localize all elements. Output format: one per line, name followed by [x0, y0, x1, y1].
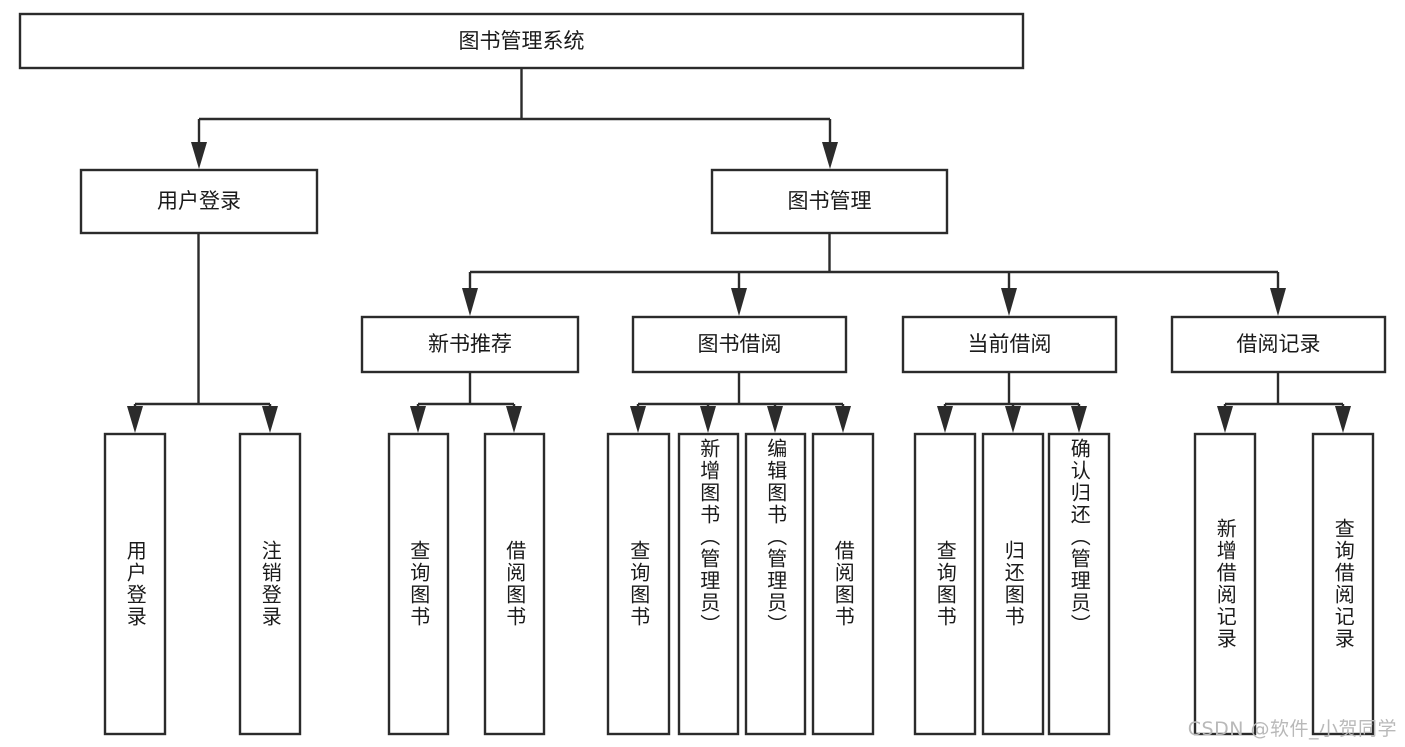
arrow-head-leaf-confirm-return [1071, 406, 1087, 433]
leaf-box-confirm-return-admin[interactable] [1047, 432, 1111, 736]
node-borrow-record[interactable]: 借阅记录 [1170, 315, 1387, 374]
node-user-login[interactable]: 用户登录 [79, 168, 319, 235]
node-book-borrow-label: 图书借阅 [698, 332, 782, 356]
node-root-box[interactable] [18, 12, 1025, 70]
leaf-box-user-login[interactable] [103, 432, 167, 736]
node-root-label: 图书管理系统 [459, 29, 585, 53]
arrow-head-leaf-add-book [700, 406, 716, 433]
leaf-box-query-book-1[interactable] [387, 432, 450, 736]
leaf-box-query-borrow-record[interactable] [1311, 432, 1375, 736]
leaf-node-boxes [103, 432, 1375, 736]
arrow-head-leaf-return-book [1005, 406, 1021, 433]
arrow-head-user-login [191, 142, 207, 169]
node-current-borrow-label: 当前借阅 [968, 332, 1052, 356]
node-new-book-recommend-box[interactable] [360, 315, 580, 374]
node-new-book-recommend[interactable]: 新书推荐 [360, 315, 580, 374]
connector-group-borrowrecord-to-leaves [1217, 372, 1351, 433]
leaf-box-borrow-book-2[interactable] [811, 432, 875, 736]
node-current-borrow[interactable]: 当前借阅 [901, 315, 1118, 374]
arrow-head-book-borrow [731, 288, 747, 316]
connector-group-level2-to-level3 [462, 233, 1286, 316]
node-root-book-management-system[interactable]: 图书管理系统 [18, 12, 1025, 70]
arrow-head-leaf-borrow-book-2 [835, 406, 851, 433]
node-book-management[interactable]: 图书管理 [710, 168, 949, 235]
leaf-box-query-book-2[interactable] [606, 432, 671, 736]
leaf-box-edit-book-admin[interactable] [744, 432, 807, 736]
arrow-head-book-manage [822, 142, 838, 169]
watermark-text: CSDN @软件_小贺同学 [1187, 718, 1397, 740]
arrow-head-new-book-rec [462, 288, 478, 316]
arrow-head-leaf-add-record [1217, 406, 1233, 433]
arrow-head-leaf-query-book-1 [410, 406, 426, 433]
leaf-box-logout[interactable] [238, 432, 302, 736]
node-user-login-label: 用户登录 [157, 189, 241, 213]
node-borrow-record-box[interactable] [1170, 315, 1387, 374]
node-user-login-box[interactable] [79, 168, 319, 235]
leaf-box-borrow-book-1[interactable] [483, 432, 546, 736]
arrow-head-leaf-query-book-2 [630, 406, 646, 433]
arrow-head-leaf-edit-book [767, 406, 783, 433]
connector-group-currentborrow-to-leaves [937, 372, 1087, 433]
node-new-book-recommend-label: 新书推荐 [428, 332, 512, 356]
node-book-management-label: 图书管理 [788, 189, 872, 213]
node-current-borrow-box[interactable] [901, 315, 1118, 374]
arrow-head-borrow-record [1270, 288, 1286, 316]
connector-group-bookborrow-to-leaves [630, 372, 851, 433]
leaf-box-add-borrow-record[interactable] [1193, 432, 1257, 736]
arrow-head-leaf-query-record [1335, 406, 1351, 433]
arrow-head-leaf-borrow-book-1 [506, 406, 522, 433]
node-book-management-box[interactable] [710, 168, 949, 235]
arrow-head-current-borrow [1001, 288, 1017, 316]
arrow-head-leaf-query-book-3 [937, 406, 953, 433]
node-book-borrow-box[interactable] [631, 315, 848, 374]
leaf-box-query-book-3[interactable] [913, 432, 977, 736]
node-borrow-record-label: 借阅记录 [1237, 332, 1321, 356]
connector-group-root-to-level2 [191, 68, 838, 169]
leaf-box-return-book[interactable] [981, 432, 1045, 736]
arrow-head-leaf-logout [262, 406, 278, 433]
connector-group-newbook-to-leaves [410, 372, 522, 433]
node-book-borrow[interactable]: 图书借阅 [631, 315, 848, 374]
leaf-box-add-book-admin[interactable] [677, 432, 740, 736]
arrow-head-leaf-user-login [127, 406, 143, 433]
connector-group-userlogin-to-leaves [127, 233, 278, 433]
